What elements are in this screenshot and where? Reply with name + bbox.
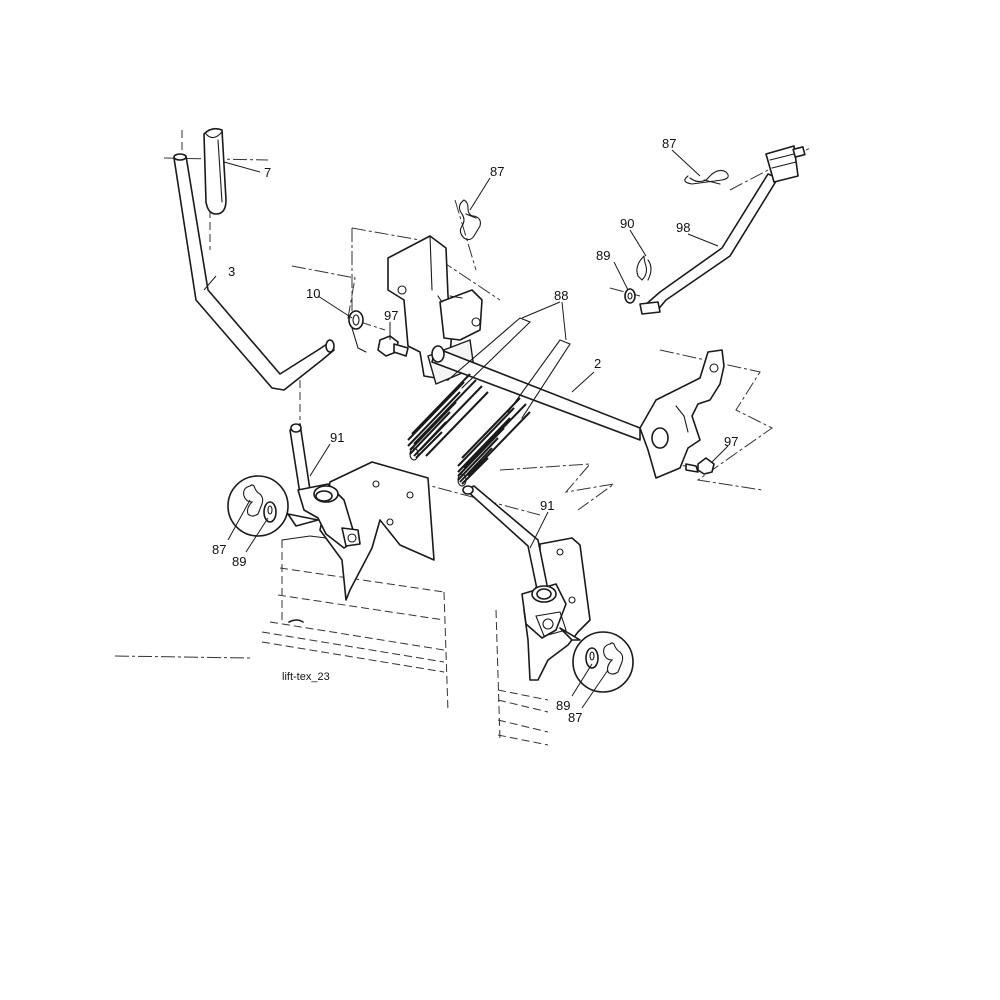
callout-97-left: 97 xyxy=(384,308,398,323)
callout-98: 98 xyxy=(676,220,690,235)
part-7-grip xyxy=(203,127,227,215)
center-bracket xyxy=(387,235,483,385)
callout-89-left: 89 xyxy=(232,554,246,569)
deck-outline xyxy=(261,535,549,746)
clip-87-right xyxy=(684,169,729,185)
detail-inset-left xyxy=(227,475,319,537)
callout-87-right: 87 xyxy=(662,136,676,151)
part-3-lift-lever xyxy=(173,153,335,391)
part-97-bolt-right xyxy=(685,457,715,475)
part-88-springs xyxy=(407,317,571,487)
part-98-adjust-rod xyxy=(639,145,806,315)
washer-89-right xyxy=(624,288,636,304)
clip-87-top xyxy=(458,199,481,241)
callout-2: 2 xyxy=(594,356,601,371)
right-lift-arm xyxy=(639,349,725,479)
callout-10: 10 xyxy=(306,286,320,301)
callout-97-right: 97 xyxy=(724,434,738,449)
clip-90 xyxy=(636,255,652,281)
callout-7: 7 xyxy=(264,165,271,180)
callout-88: 88 xyxy=(554,288,568,303)
detail-inset-right xyxy=(559,627,634,693)
callout-91-right: 91 xyxy=(540,498,554,513)
callout-90: 90 xyxy=(620,216,634,231)
diagram-caption: lift-tex_23 xyxy=(282,671,330,683)
callout-labels: 7 3 10 97 87 88 2 87 90 98 89 97 91 87 8… xyxy=(212,136,738,725)
left-deck-bracket xyxy=(319,461,435,601)
callout-87-left: 87 xyxy=(212,542,226,557)
callout-87-top: 87 xyxy=(490,164,504,179)
callout-89-right: 89 xyxy=(596,248,610,263)
callout-87-bottom: 87 xyxy=(568,710,582,725)
part-10-spring xyxy=(348,310,367,353)
callout-91-left: 91 xyxy=(330,430,344,445)
leader-lines xyxy=(203,149,729,709)
part-91-link-right xyxy=(462,485,567,639)
part-97-bolt-left xyxy=(377,335,409,357)
part-91-link-left xyxy=(289,423,361,549)
callout-89-bottom: 89 xyxy=(556,698,570,713)
callout-3: 3 xyxy=(228,264,235,279)
part-2-lift-shaft xyxy=(431,345,641,441)
